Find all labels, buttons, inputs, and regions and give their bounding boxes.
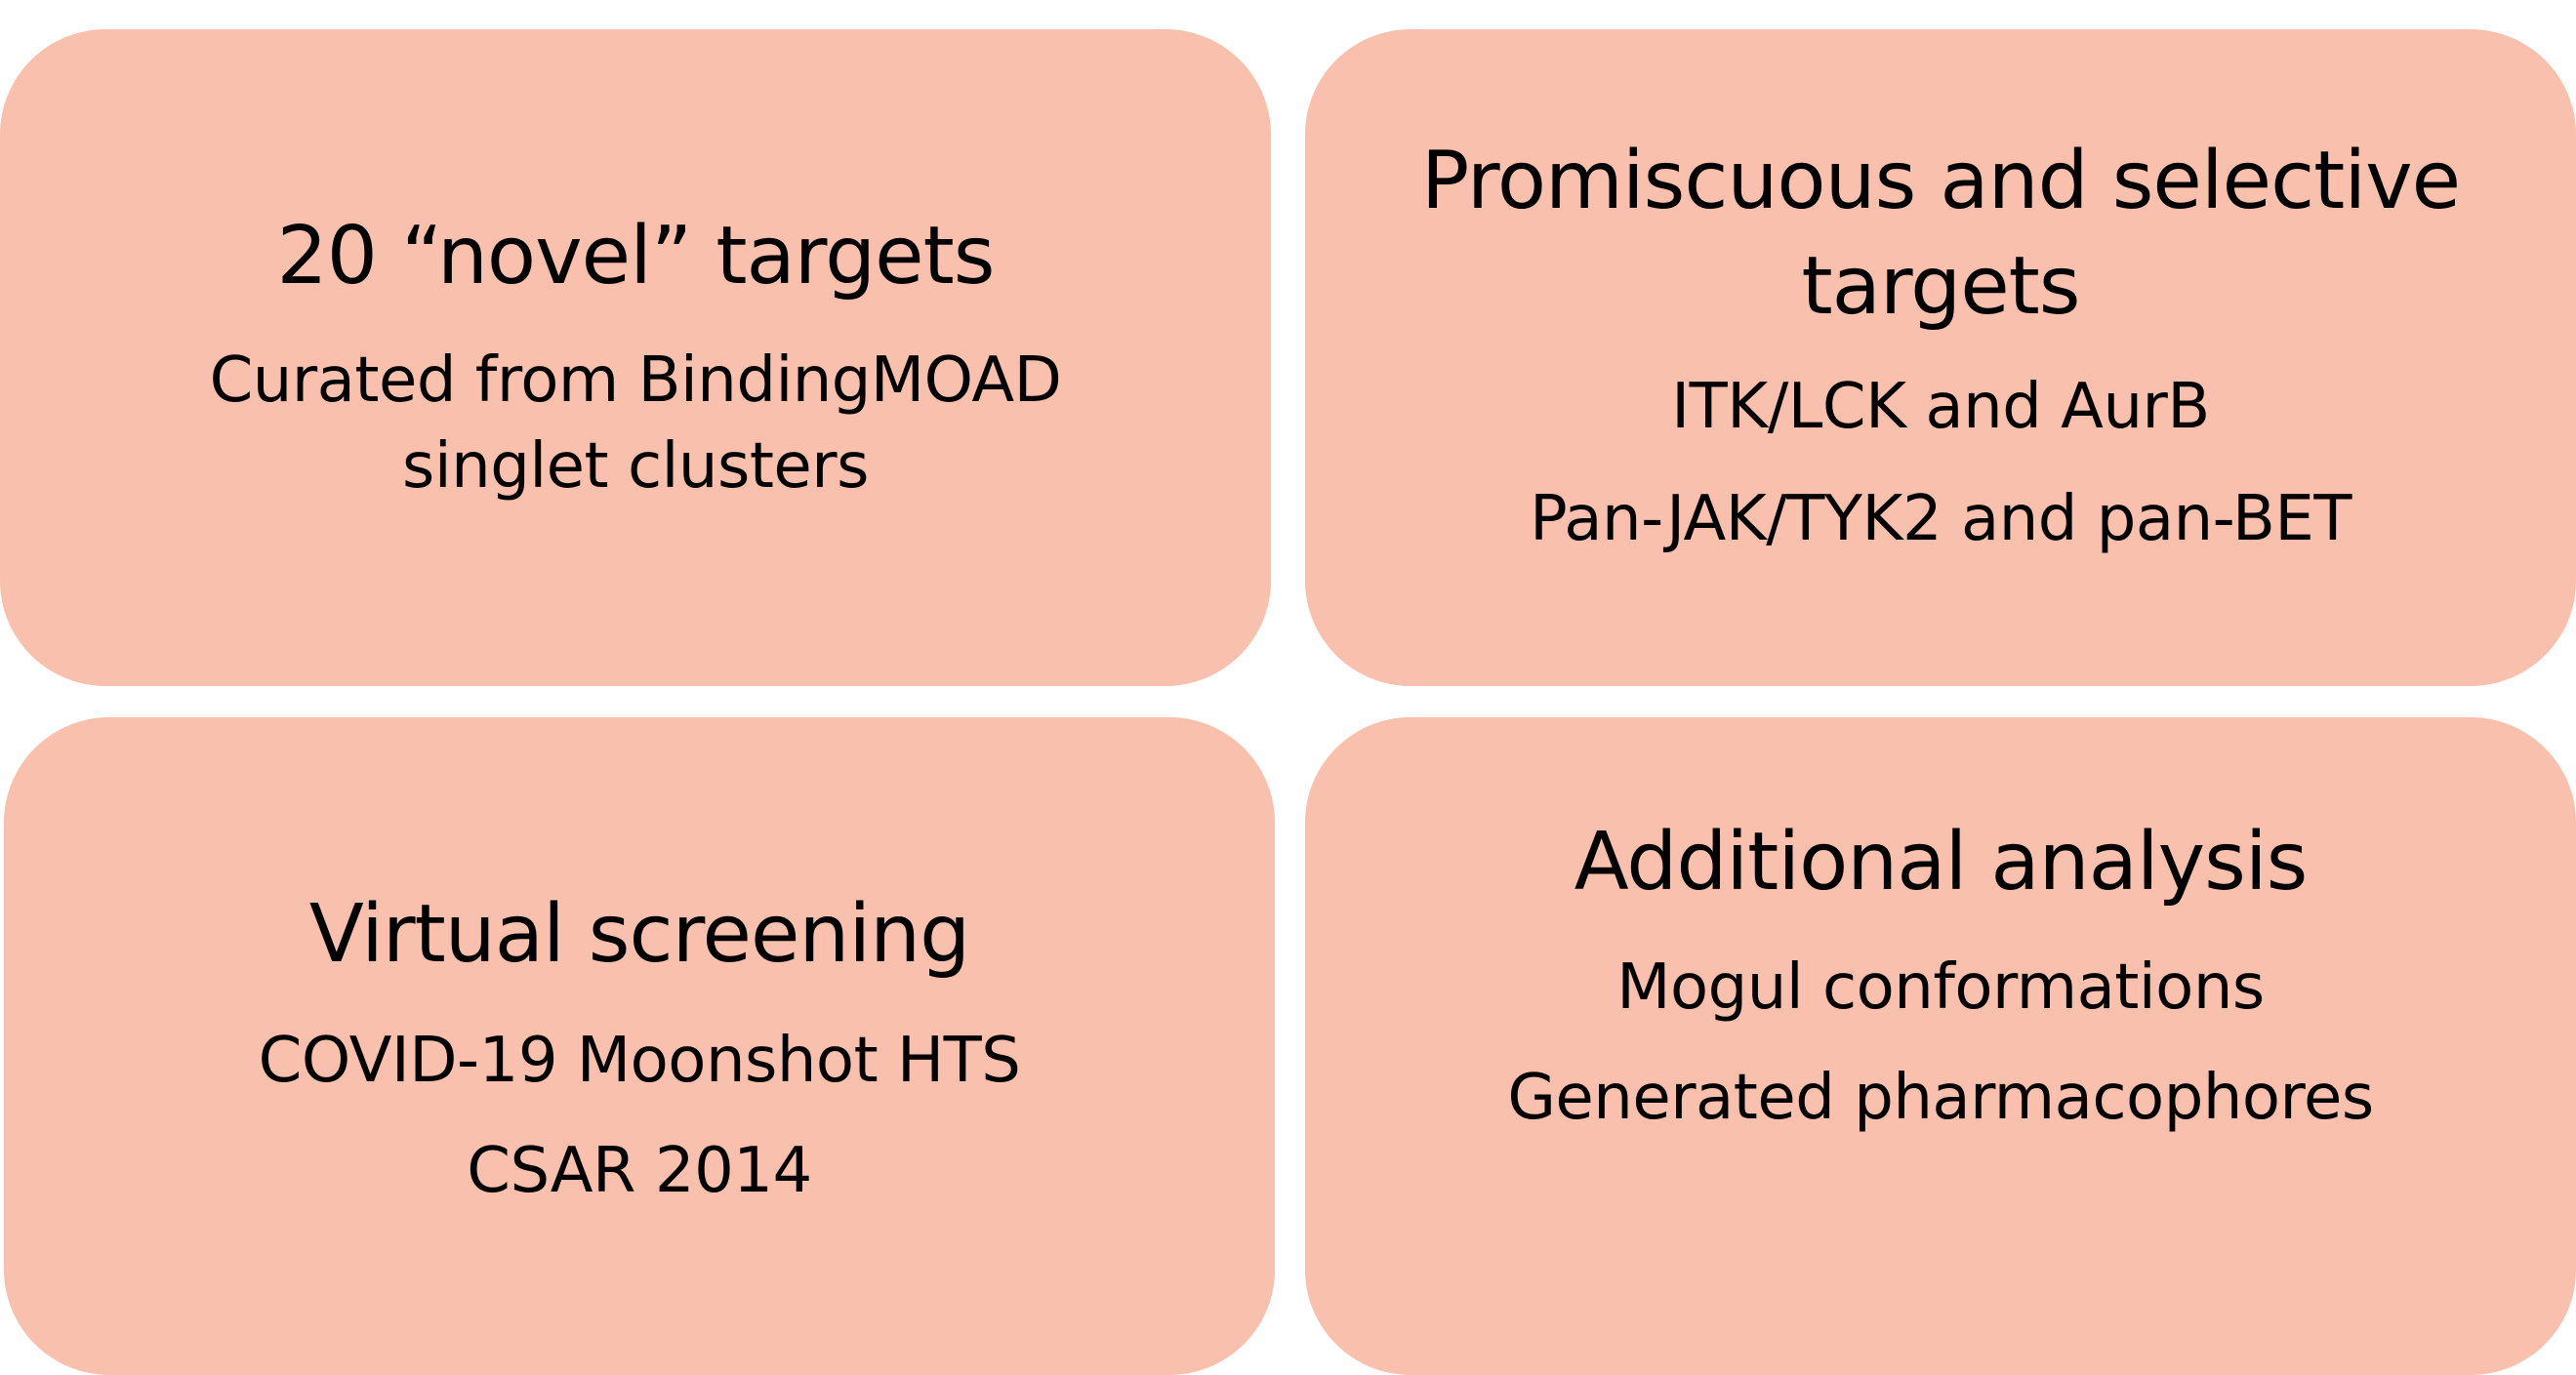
card-subtitle: ITK/LCK and AurB: [1671, 371, 2210, 443]
card-novel-targets: 20 “novel” targets Curated from BindingM…: [0, 29, 1271, 686]
card-title: Virtual screening: [308, 888, 970, 981]
card-title: targets: [1801, 240, 2080, 333]
card-subtitle: Curated from BindingMOAD: [209, 344, 1062, 417]
card-subtitle: COVID-19 Moonshot HTS: [258, 1025, 1021, 1097]
card-title: 20 “novel” targets: [276, 210, 996, 303]
card-subtitle: singlet clusters: [402, 430, 869, 503]
card-subtitle: Mogul conformations: [1616, 951, 2265, 1024]
card-title: Promiscuous and selective: [1420, 135, 2461, 227]
card-additional-analysis: Additional analysis Mogul conformations …: [1305, 717, 2576, 1375]
card-title: Additional analysis: [1574, 816, 2309, 909]
card-subtitle: CSAR 2014: [467, 1135, 812, 1207]
card-promiscuous-selective-targets: Promiscuous and selective targets ITK/LC…: [1305, 29, 2576, 686]
card-subtitle: Generated pharmacophores: [1507, 1062, 2374, 1134]
card-subtitle: Pan-JAK/TYK2 and pan-BET: [1530, 483, 2351, 555]
card-virtual-screening: Virtual screening COVID-19 Moonshot HTS …: [4, 717, 1275, 1375]
